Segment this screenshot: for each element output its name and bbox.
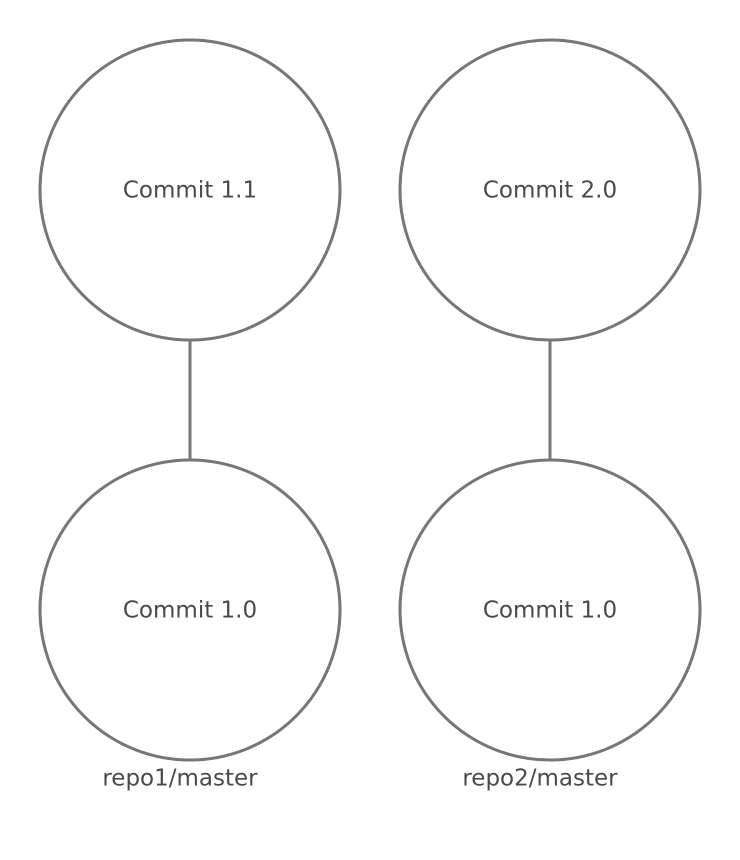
branch-label: repo2/master — [462, 766, 618, 792]
commit-circle — [398, 458, 702, 762]
commit-node: Commit 1.0 — [398, 458, 702, 762]
commit-node: Commit 1.1 — [38, 38, 342, 342]
repo2-graph: Commit 2.0 Commit 1.0 repo2/master — [398, 38, 702, 792]
commit-label: Commit 1.0 — [483, 598, 617, 624]
commit-circle — [38, 38, 342, 342]
repo1-graph: Commit 1.1 Commit 1.0 repo1/master — [38, 38, 342, 792]
commit-circle — [398, 38, 702, 342]
commit-node: Commit 2.0 — [398, 38, 702, 342]
commit-node: Commit 1.0 — [38, 458, 342, 762]
branch-label: repo1/master — [102, 766, 258, 792]
commit-label: Commit 2.0 — [483, 178, 617, 204]
commit-label: Commit 1.0 — [123, 598, 257, 624]
commit-circle — [38, 458, 342, 762]
commit-label: Commit 1.1 — [123, 178, 257, 204]
